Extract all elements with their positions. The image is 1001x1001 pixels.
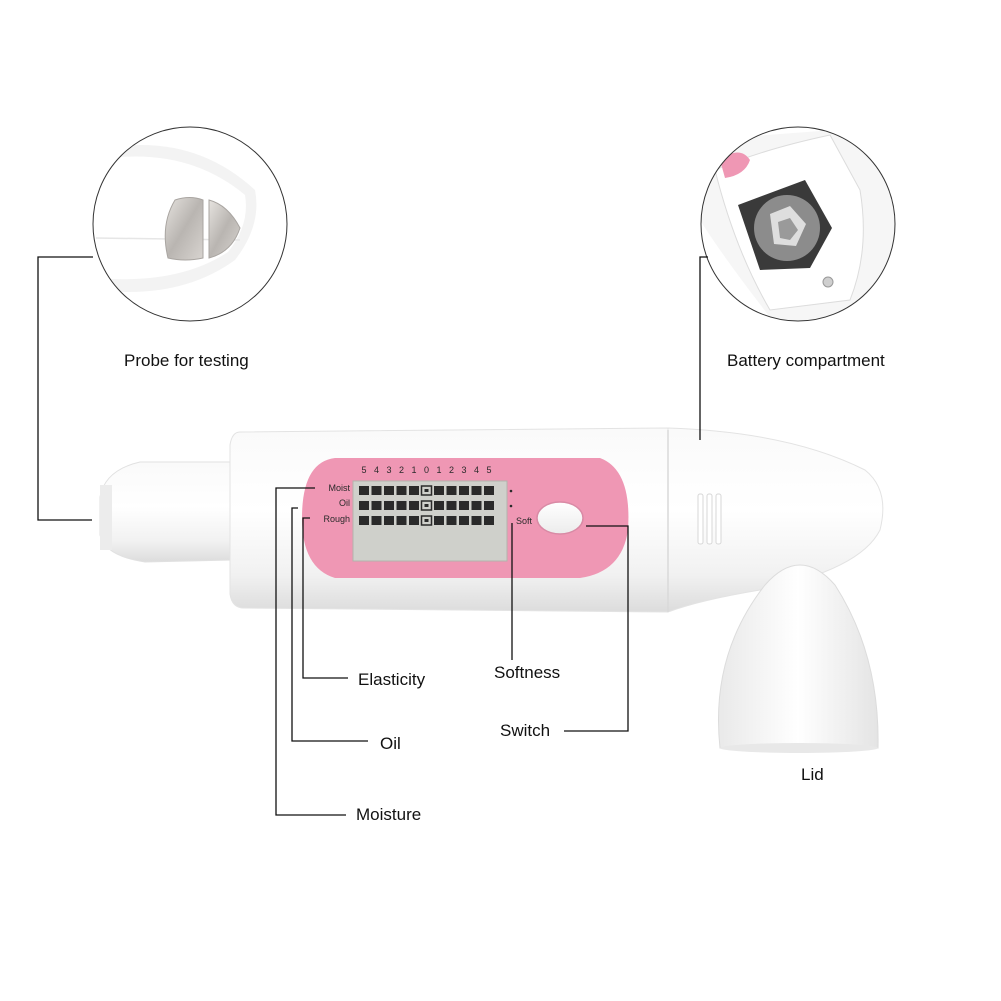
lcd-cell: [384, 516, 394, 525]
label-battery: Battery compartment: [727, 351, 885, 370]
lcd-cell: [409, 516, 419, 525]
label-oil: Oil: [380, 734, 401, 753]
row-label-rough: Rough: [323, 514, 350, 524]
lcd-cell: [434, 516, 444, 525]
lcd-cell: [371, 501, 382, 510]
lcd-cell: [396, 486, 407, 495]
lcd-cell: [359, 501, 369, 510]
scale-digit: 5: [486, 465, 491, 475]
lcd-cell: [484, 486, 494, 495]
lcd-cell-center-mark: [424, 519, 429, 522]
row-label-moist: Moist: [328, 483, 350, 493]
scale-digit: 2: [399, 465, 404, 475]
scale-digit: 4: [474, 465, 479, 475]
power-button-icon[interactable]: [536, 501, 584, 535]
leader-lines: [37, 256, 708, 816]
lcd-cell: [359, 486, 369, 495]
label-softness: Softness: [494, 663, 561, 682]
label-lid: Lid: [801, 765, 824, 784]
grip-ridges: [697, 493, 722, 545]
scale-digit: 2: [449, 465, 454, 475]
lcd-cell: [420, 500, 433, 511]
scale-digit: 1: [436, 465, 441, 475]
probe-detail-circle: [92, 126, 288, 322]
scale-digit: 5: [361, 465, 366, 475]
probe-tip-icon: [164, 197, 241, 261]
lcd-cell: [420, 485, 433, 496]
scale-digit: 3: [386, 465, 391, 475]
lid-cap-icon: [717, 564, 879, 753]
row-label-oil: Oil: [339, 498, 350, 508]
lcd-cell: [446, 486, 457, 495]
lcd-cell: [484, 516, 494, 525]
lcd-cell: [396, 501, 407, 510]
lcd-cell: [446, 501, 457, 510]
lcd-cell: [384, 486, 394, 495]
lcd-segments: [359, 485, 494, 526]
lcd-cell-center-mark: [424, 504, 429, 507]
label-elasticity: Elasticity: [358, 670, 426, 689]
label-probe: Probe for testing: [124, 351, 249, 370]
lcd-cell: [434, 501, 444, 510]
lcd-cell: [446, 516, 457, 525]
battery-detail-circle: [700, 126, 896, 322]
lcd-cell: [471, 501, 482, 510]
label-moisture: Moisture: [356, 805, 422, 824]
scale-digit: 3: [461, 465, 466, 475]
scale-digit: 4: [374, 465, 379, 475]
scale-digit: 1: [411, 465, 416, 475]
lcd-cell: [359, 516, 369, 525]
lcd-cell-center-mark: [424, 489, 429, 492]
lcd-cell: [459, 516, 469, 525]
battery-compartment-icon: [738, 180, 832, 270]
lcd-cell: [371, 516, 382, 525]
lcd-cell: [484, 501, 494, 510]
lcd-cell: [384, 501, 394, 510]
lcd-cell: [420, 515, 433, 526]
lcd-cell: [434, 486, 444, 495]
lcd-cell: [471, 486, 482, 495]
lcd-cell: [371, 486, 382, 495]
lcd-cell: [471, 516, 482, 525]
label-switch: Switch: [500, 721, 551, 740]
lcd-cell: [396, 516, 407, 525]
lcd-cell: [459, 501, 469, 510]
scale-digit: 0: [424, 465, 429, 475]
lcd-cell: [459, 486, 469, 495]
lcd-cell: [409, 501, 419, 510]
right-label-soft: Soft: [516, 516, 533, 526]
lcd-cell: [409, 486, 419, 495]
